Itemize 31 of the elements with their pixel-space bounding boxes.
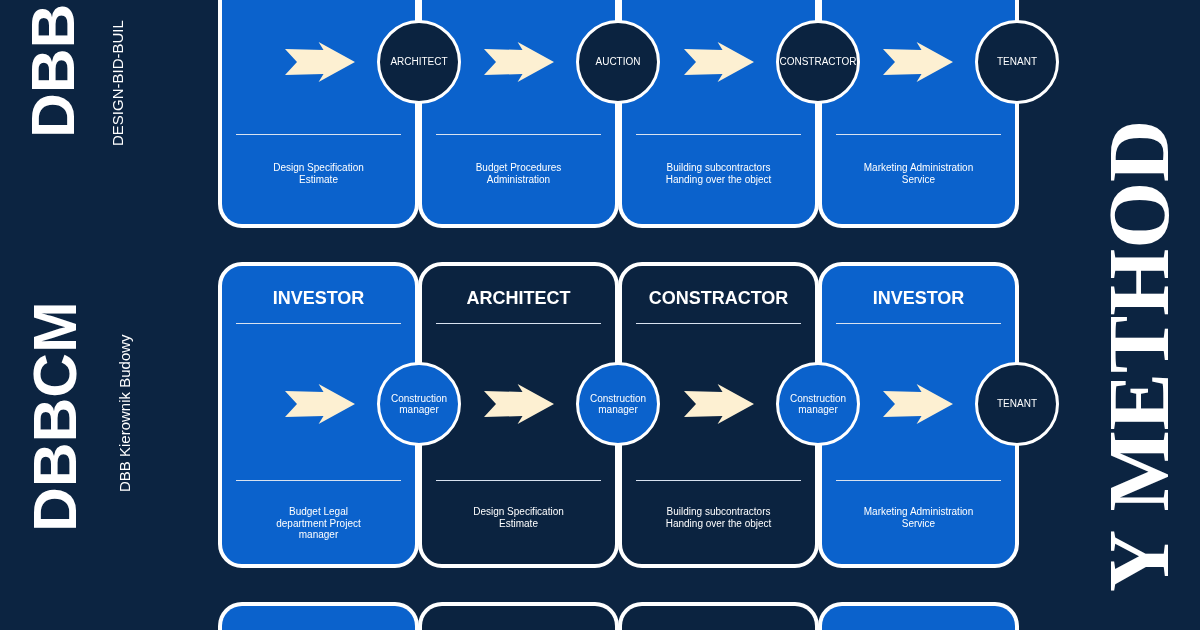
panel-text: Marketing Administration Service: [862, 162, 975, 185]
side-title: DBBCM: [24, 301, 86, 532]
side-subtitle: DBB Kierownik Budowy: [117, 334, 132, 492]
panel-card: [218, 602, 419, 630]
panel-card: [818, 602, 1019, 630]
panel-heading: CONSTRACTOR: [647, 288, 790, 309]
arrow: [883, 42, 953, 82]
panel-heading: INVESTOR: [871, 288, 966, 309]
panel-text: Budget Legal department Project manager: [275, 506, 362, 541]
panel-heading: INVESTOR: [271, 288, 366, 309]
panel-text: Design Specification Estimate: [272, 162, 365, 185]
panel-heading: ARCHITECT: [465, 288, 572, 309]
panel-card: [618, 602, 819, 630]
role-circle: TENANT: [975, 362, 1059, 446]
panel-text: Building subcontractors Handing over the object: [664, 162, 773, 185]
arrow: [883, 384, 953, 424]
role-circle: TENANT: [975, 20, 1059, 104]
arrow: [484, 384, 554, 424]
side-subtitle: DESIGN-BID-BUIL: [110, 20, 125, 146]
arrow: [484, 42, 554, 82]
arrow: [684, 384, 754, 424]
side-title: Y METHOD: [1096, 119, 1182, 592]
panel-text: Marketing Administration Service: [862, 506, 975, 529]
panel-text: Building subcontractors Handing over the object: [664, 506, 773, 529]
side-title: DBB: [22, 3, 84, 138]
panel-text: Budget Procedures Administration: [474, 162, 563, 185]
arrow: [684, 42, 754, 82]
arrow: [285, 384, 355, 424]
arrow: [285, 42, 355, 82]
panel-card: [418, 602, 619, 630]
panel-text: Design Specification Estimate: [472, 506, 565, 529]
